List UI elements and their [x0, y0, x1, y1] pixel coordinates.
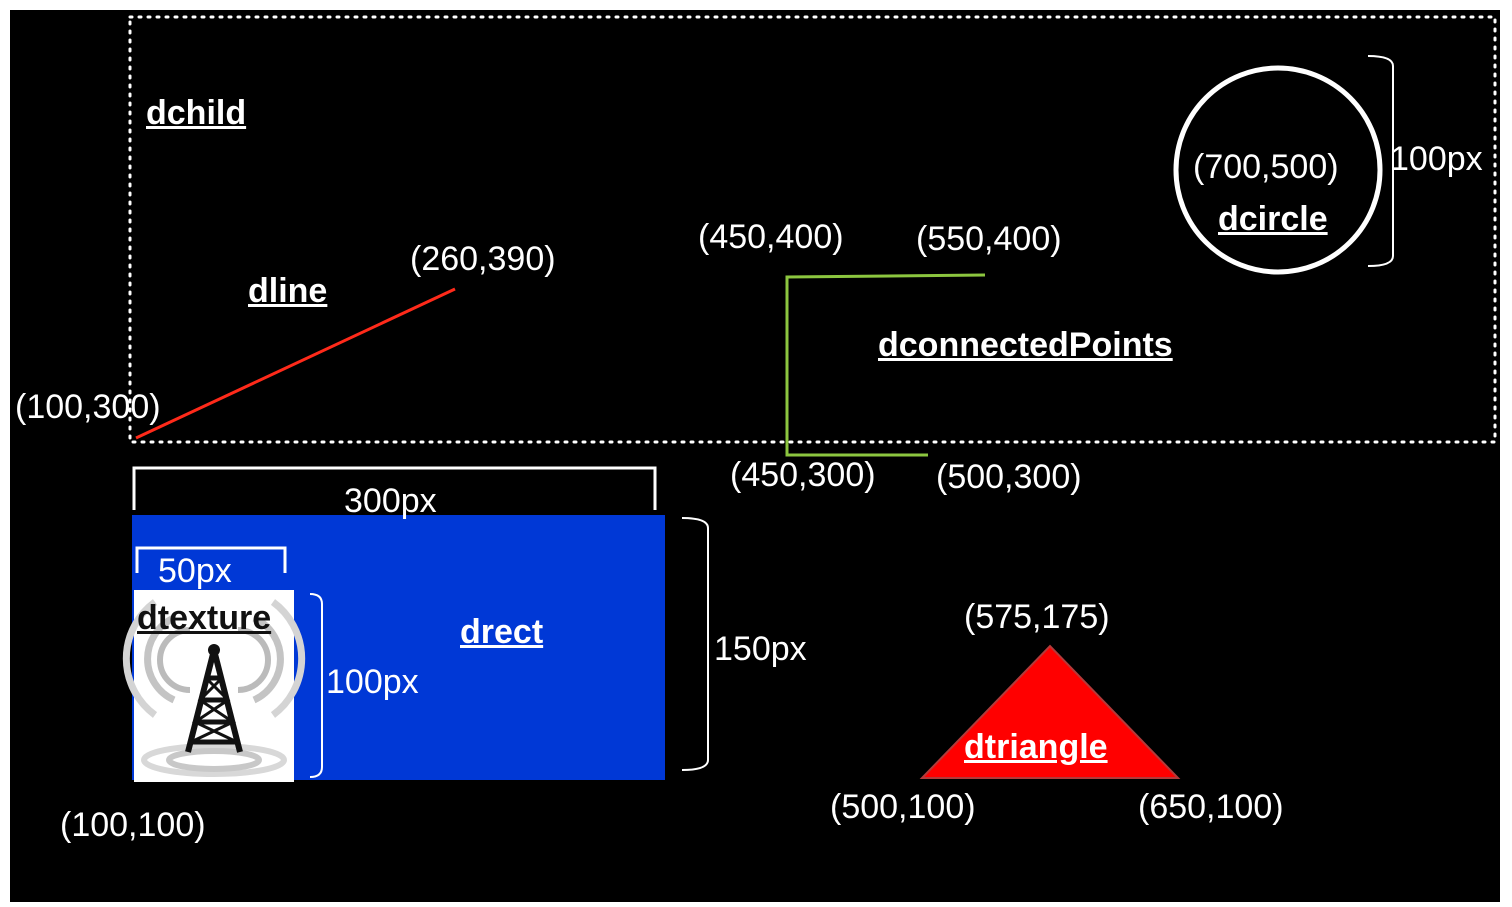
dconnected-point-label-450-300: (450,300) — [730, 456, 876, 494]
dline-segment — [135, 287, 456, 440]
drect-width-label: 300px — [344, 482, 437, 520]
dtexture-name: dtexture — [137, 599, 272, 637]
dline-start-label: (100,300) — [15, 388, 161, 426]
diagram-canvas: dchild dline (100,300) (260,390) (450,40… — [10, 10, 1500, 902]
radio-tower-icon — [122, 599, 306, 777]
dconnected-points-name: dconnectedPoints — [878, 326, 1173, 364]
diagram-shapes — [122, 15, 1497, 782]
dtriangle-left-label: (500,100) — [830, 788, 976, 826]
drect-height-label: 150px — [714, 630, 807, 668]
dtexture-width-label: 50px — [158, 552, 232, 590]
dconnected-point-label-550-400: (550,400) — [916, 220, 1062, 258]
dcircle-center-label: (700,500) — [1193, 148, 1339, 186]
dconnected-points-polyline — [785, 273, 986, 457]
dtexture-width-bracket — [135, 546, 287, 573]
drect-height-bracket — [681, 517, 709, 771]
dtriangle-right-label: (650,100) — [1138, 788, 1284, 826]
drect-name: drect — [460, 613, 544, 651]
dtriangle-apex-label: (575,175) — [964, 598, 1110, 636]
dconnected-point-label-500-300: (500,300) — [936, 458, 1082, 496]
dtexture-height-label: 100px — [326, 663, 419, 701]
dcircle-diameter-label: 100px — [1390, 140, 1483, 178]
drect-corner-label: (100,100) — [60, 806, 206, 844]
dline-name: dline — [248, 272, 328, 310]
dtriangle-name: dtriangle — [964, 728, 1108, 766]
dchild-boundary — [128, 15, 1497, 444]
drect-width-bracket — [132, 466, 657, 510]
dconnected-point-label-450-400: (450,400) — [698, 218, 844, 256]
dcircle-shape — [1173, 65, 1383, 275]
dtexture-height-bracket — [309, 593, 323, 778]
dchild-name: dchild — [146, 94, 247, 132]
dline-end-label: (260,390) — [410, 240, 556, 278]
dtriangle-shape — [919, 644, 1181, 779]
dcircle-name: dcircle — [1218, 200, 1328, 238]
dcircle-diameter-bracket — [1367, 55, 1394, 267]
